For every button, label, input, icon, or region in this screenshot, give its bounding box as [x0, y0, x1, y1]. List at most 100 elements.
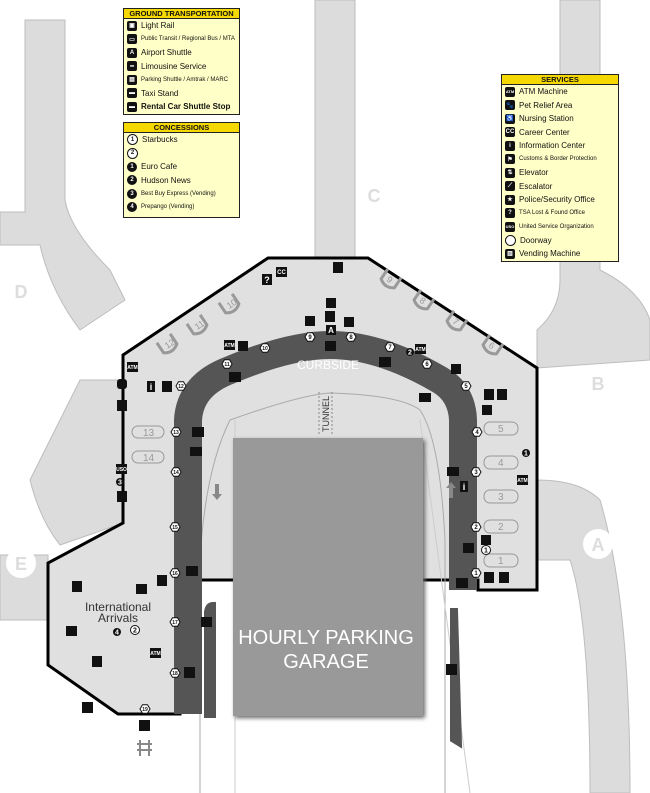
- concession-marker[interactable]: [116, 478, 124, 486]
- atm-icon[interactable]: [224, 340, 235, 350]
- elevator-icon[interactable]: [484, 389, 494, 400]
- door-number: 19: [142, 707, 148, 713]
- paw-icon[interactable]: [82, 702, 93, 713]
- legend-title: GROUND TRANSPORTATION: [124, 9, 239, 19]
- rental-car-shuttle-icon[interactable]: [456, 578, 468, 588]
- concession-marker-text: 2: [408, 350, 412, 357]
- vending-icon[interactable]: [92, 656, 102, 667]
- doorway-icon[interactable]: [169, 522, 181, 532]
- doorway-icon[interactable]: [259, 343, 271, 353]
- vending-icon[interactable]: [497, 389, 507, 400]
- doorway-icon[interactable]: [175, 381, 187, 391]
- escalator-icon: ⟋: [505, 181, 515, 192]
- atm-icon[interactable]: [517, 475, 528, 485]
- limousine-icon[interactable]: [190, 447, 202, 456]
- doorway-icon[interactable]: [471, 427, 483, 437]
- rental-car-shuttle-icon[interactable]: [379, 357, 391, 367]
- taxi-icon[interactable]: [192, 427, 204, 437]
- airport-shuttle-icon[interactable]: [326, 325, 336, 335]
- doorway-icon[interactable]: [221, 359, 233, 369]
- vending-icon[interactable]: [117, 400, 127, 411]
- career-center-icon[interactable]: [276, 267, 287, 277]
- vending-icon[interactable]: [117, 491, 127, 502]
- elevator-icon[interactable]: [162, 381, 172, 392]
- escalator-icon[interactable]: [136, 584, 147, 594]
- parking-shuttle-icon[interactable]: [463, 543, 474, 553]
- escalator-icon[interactable]: [344, 317, 354, 327]
- doorway-icon[interactable]: [169, 617, 181, 627]
- doorway-icon[interactable]: [470, 568, 482, 578]
- concession-marker[interactable]: [113, 628, 121, 636]
- concession-marker[interactable]: [130, 625, 140, 635]
- curbside-label: CURBSIDE: [297, 358, 359, 372]
- limousine-icon: ━: [127, 61, 137, 72]
- taxi-icon: ▬: [127, 88, 137, 99]
- doorway-icon[interactable]: [304, 332, 316, 342]
- concession-marker-text: 4: [115, 630, 119, 637]
- atm-icon[interactable]: [415, 344, 426, 354]
- rental-car-shuttle-icon[interactable]: [186, 566, 198, 576]
- escalator-icon[interactable]: [451, 364, 461, 374]
- doorway-icon[interactable]: [384, 342, 396, 352]
- door-number: 7: [388, 345, 392, 351]
- escalator-icon[interactable]: [482, 405, 492, 415]
- parking-shuttle-icon[interactable]: [201, 617, 212, 627]
- atm-marker-text: ATM: [415, 347, 425, 353]
- escalator-icon[interactable]: [481, 535, 491, 545]
- atm-icon[interactable]: [150, 648, 161, 658]
- concourse-a-label: A: [592, 535, 605, 555]
- info-marker-text: i: [463, 482, 466, 492]
- bay-2-label: 2: [498, 522, 504, 533]
- legend-item: ⟋Escalator: [502, 180, 618, 194]
- legend-item: ?TSA Lost & Found Office: [502, 207, 618, 221]
- atm-icon[interactable]: [127, 362, 138, 372]
- airport-shuttle-icon: A: [127, 47, 137, 58]
- bus-icon[interactable]: [446, 664, 457, 675]
- vending-icon[interactable]: [499, 572, 509, 583]
- doorway-icon[interactable]: [470, 467, 482, 477]
- doorway-icon[interactable]: [169, 668, 181, 678]
- door-number: 10: [262, 346, 268, 352]
- uso-icon[interactable]: [116, 464, 127, 474]
- parking-shuttle-icon[interactable]: [325, 341, 336, 351]
- elevator-icon[interactable]: [484, 572, 494, 583]
- doorway-icon[interactable]: [139, 704, 151, 714]
- concession-marker[interactable]: [481, 545, 491, 555]
- escalator-icon[interactable]: [326, 298, 336, 308]
- concession-number-icon: 4: [127, 202, 137, 213]
- door-number: 1: [474, 571, 478, 577]
- doorway-icon[interactable]: [345, 332, 357, 342]
- info-icon[interactable]: [460, 481, 468, 492]
- doorway-icon[interactable]: [169, 568, 181, 578]
- limousine-icon[interactable]: [447, 467, 459, 476]
- escalator-icon[interactable]: [238, 341, 248, 351]
- jetway-8-label: 8: [418, 295, 428, 306]
- elevator-icon[interactable]: [157, 575, 167, 586]
- info-icon[interactable]: [147, 381, 155, 392]
- concession-marker[interactable]: [522, 449, 530, 457]
- doorway-icon[interactable]: [421, 359, 433, 369]
- doorway-icon[interactable]: [470, 522, 482, 532]
- elevator-icon[interactable]: [325, 311, 335, 322]
- concourse-c-label: C: [368, 186, 381, 206]
- legend-label: Police/Security Office: [519, 195, 595, 205]
- door-number: 11: [224, 362, 230, 368]
- customs-icon[interactable]: [66, 626, 77, 636]
- light-rail-icon[interactable]: [139, 720, 150, 731]
- doorway-icon[interactable]: [460, 381, 472, 391]
- police-icon[interactable]: [117, 379, 127, 389]
- tsa-lost-found-icon[interactable]: [262, 274, 272, 285]
- rental-car-shuttle-icon[interactable]: [229, 372, 241, 382]
- escalator-icon[interactable]: [305, 316, 315, 326]
- limousine-icon[interactable]: [419, 393, 431, 402]
- doorway-icon[interactable]: [170, 427, 182, 437]
- concession-marker[interactable]: [406, 348, 414, 356]
- bus-icon[interactable]: [184, 667, 195, 678]
- nursing-icon[interactable]: [333, 262, 343, 273]
- intl-arrivals-line1: International: [85, 600, 151, 614]
- doorway-icon[interactable]: [170, 467, 182, 477]
- vending-icon[interactable]: [72, 581, 82, 592]
